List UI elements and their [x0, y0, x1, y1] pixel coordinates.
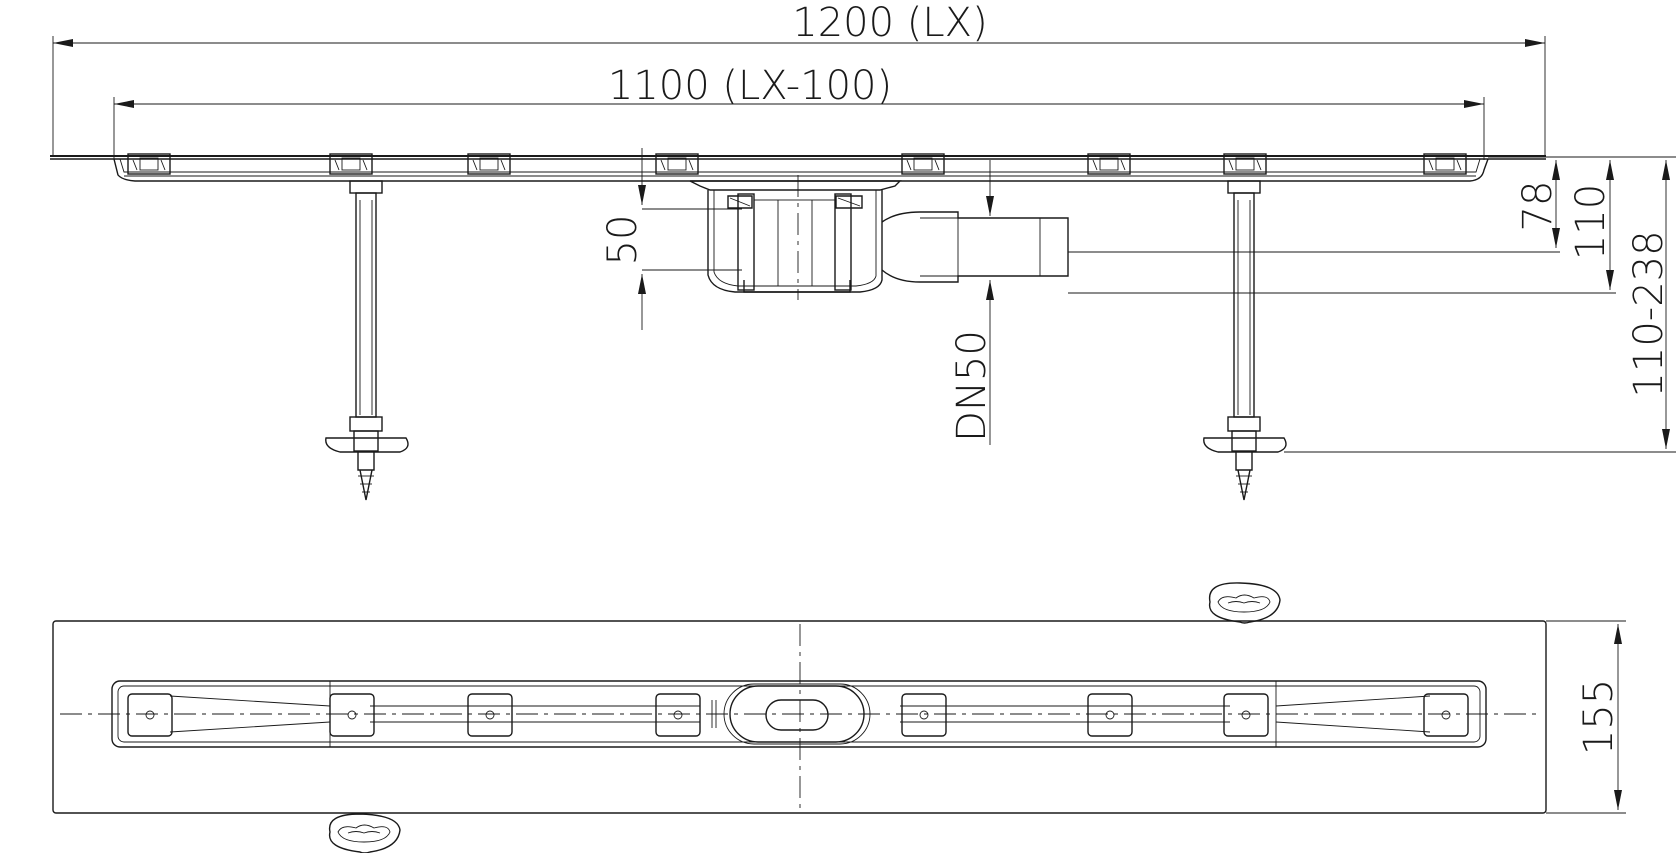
outlet-depth-label: 50	[600, 215, 646, 266]
wall-anchor-icon	[328, 813, 401, 853]
support-clip	[127, 153, 171, 175]
dimension-plan-width: 155	[1546, 620, 1626, 814]
support-pad	[1423, 693, 1469, 737]
side-view: 1200 (LX) 1100 (LX-100)	[50, 0, 1676, 501]
support-clip	[655, 153, 699, 175]
support-pad	[329, 693, 375, 737]
support-clip	[329, 153, 373, 175]
wall-anchor-icon	[1208, 582, 1281, 624]
support-clip	[1087, 153, 1131, 175]
overall-length-label: 1200 (LX)	[792, 0, 987, 46]
plan-width-label: 155	[1576, 679, 1622, 755]
dimension-pipe-height: 78	[1068, 160, 1561, 253]
grate-supports	[127, 153, 1467, 175]
adjustable-leg-icon	[1203, 180, 1287, 501]
support-clip	[901, 153, 945, 175]
grate-supports	[127, 693, 1469, 737]
support-clip	[1423, 153, 1467, 175]
inner-length-label: 1100 (LX-100)	[608, 63, 892, 109]
dimension-inner-length: 1100 (LX-100)	[113, 63, 1485, 160]
support-clip	[467, 153, 511, 175]
channel-plate	[52, 620, 1547, 814]
plan-view: 155	[52, 582, 1626, 853]
dimension-channel-height: 110	[1068, 156, 1616, 294]
dimension-outlet-diameter: DN50	[949, 160, 995, 445]
support-pad	[901, 693, 947, 737]
channel-flange	[50, 155, 1546, 182]
support-pad	[1223, 693, 1269, 737]
dimension-overall-length: 1200 (LX)	[52, 0, 1546, 157]
dimension-adjustable-height: 110-238	[1284, 156, 1676, 453]
pipe-height-label: 78	[1515, 181, 1561, 232]
channel-height-label: 110	[1568, 184, 1614, 260]
dimension-outlet-depth: 50	[600, 148, 742, 330]
drain-outlet-icon	[723, 683, 871, 745]
adjustable-height-label: 110-238	[1626, 230, 1672, 397]
support-pad	[127, 693, 173, 737]
outlet-diameter-label: DN50	[949, 330, 995, 442]
support-clip	[1223, 153, 1267, 175]
support-pad	[467, 693, 513, 737]
adjustable-leg-icon	[325, 180, 409, 501]
drain-outlet-icon	[689, 180, 1069, 293]
support-pad	[1087, 693, 1133, 737]
support-pad	[655, 693, 701, 737]
